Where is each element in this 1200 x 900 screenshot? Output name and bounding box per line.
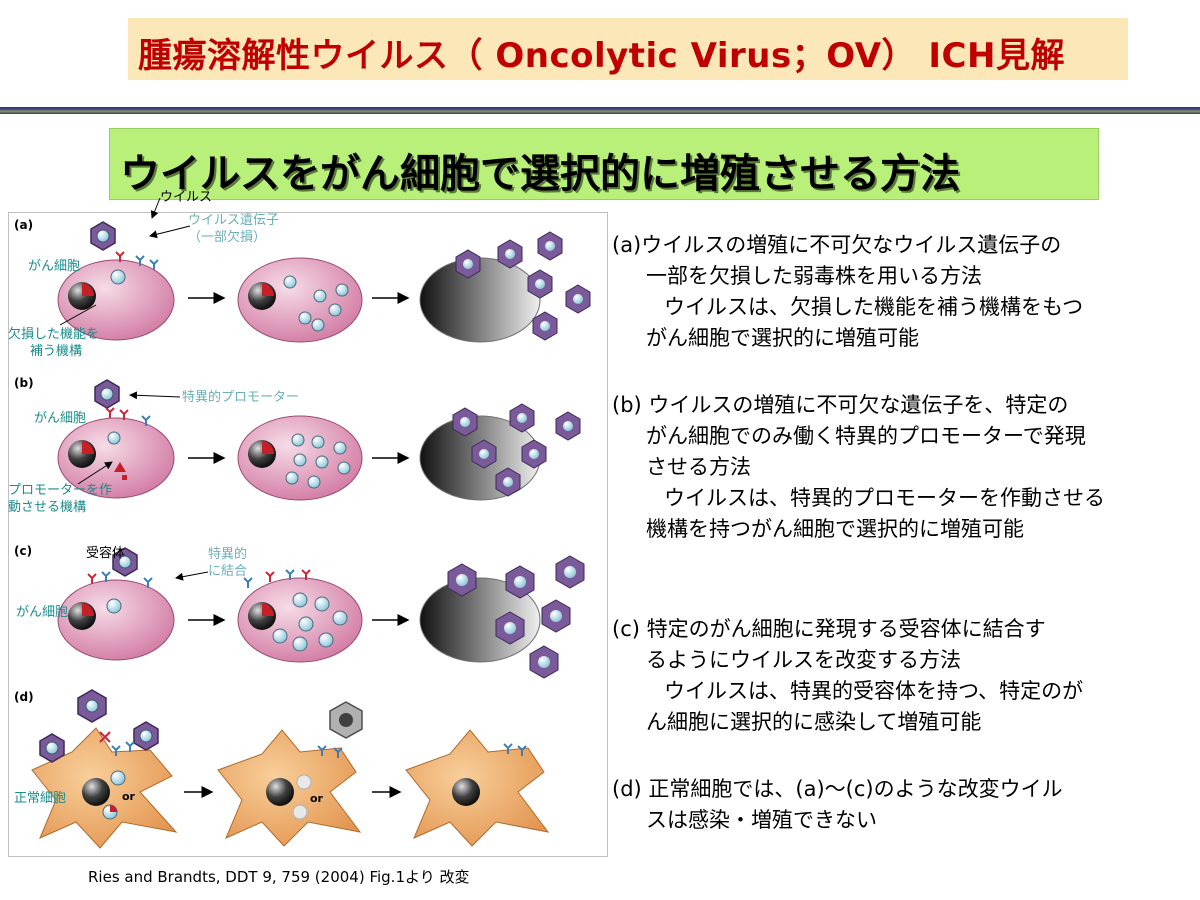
label-virus: ウイルス bbox=[160, 190, 213, 205]
cancer-cell bbox=[57, 259, 175, 341]
pointer-line bbox=[149, 225, 191, 239]
promoter-mark bbox=[114, 462, 126, 472]
virus-core bbox=[118, 555, 132, 569]
label-or-2: or bbox=[310, 792, 323, 805]
viral-genome bbox=[335, 283, 349, 297]
panel-d bbox=[31, 689, 550, 849]
viral-genome bbox=[107, 431, 121, 445]
released-viruses bbox=[455, 231, 591, 341]
receptor bbox=[111, 745, 121, 756]
replicating-genomes bbox=[285, 433, 351, 489]
label-receptor: 受容体 bbox=[86, 546, 126, 561]
receptor bbox=[285, 569, 295, 580]
receptor bbox=[119, 409, 129, 420]
label-specific-binding: 特異的 に結合 bbox=[208, 547, 248, 579]
title-banner: 腫瘍溶解性ウイルス（ Oncolytic Virus；OV） ICH見解 bbox=[128, 18, 1128, 80]
nucleus bbox=[82, 778, 110, 806]
receptor bbox=[301, 569, 311, 580]
description-b: (b) ウイルスの増殖に不可欠な遺伝子を、特定の がん細胞でのみ働く特異的プロモ… bbox=[612, 393, 1105, 541]
released-virus-cores bbox=[456, 566, 576, 668]
gene-fragment bbox=[262, 283, 275, 296]
virus-core bbox=[85, 699, 99, 713]
cancer-cell-infected bbox=[237, 257, 363, 343]
receptor bbox=[135, 255, 145, 266]
gene-fragment bbox=[82, 283, 95, 296]
title-divider bbox=[0, 107, 1200, 114]
viral-genome bbox=[328, 303, 342, 317]
pointer-line bbox=[150, 197, 161, 219]
gene-fragment bbox=[262, 441, 275, 454]
receptor bbox=[517, 745, 527, 756]
viral-genome bbox=[283, 275, 297, 289]
label-cancer-cell-c: がん細胞 bbox=[16, 605, 69, 620]
panel-a bbox=[57, 197, 591, 343]
degraded-genome bbox=[292, 804, 308, 820]
panel-label-c: (c) bbox=[14, 544, 33, 558]
receptor bbox=[503, 743, 513, 754]
receptor bbox=[333, 747, 343, 758]
receptor bbox=[149, 259, 159, 270]
receptor bbox=[243, 577, 253, 588]
label-cancer-cell-b: がん細胞 bbox=[34, 411, 87, 426]
subtitle-banner: ウイルスをがん細胞で選択的に増殖させる方法 bbox=[109, 128, 1099, 200]
panel-b bbox=[57, 379, 581, 501]
promoter-mark bbox=[122, 475, 127, 480]
receptor bbox=[141, 415, 151, 426]
receptor bbox=[101, 571, 111, 582]
label-normal-cell: 正常細胞 bbox=[14, 791, 67, 806]
virus-core bbox=[139, 729, 153, 743]
page-title: 腫瘍溶解性ウイルス（ Oncolytic Virus；OV） ICH見解 bbox=[138, 36, 1065, 76]
receptor bbox=[265, 571, 275, 582]
pointer-line bbox=[77, 461, 113, 485]
receptor bbox=[105, 407, 115, 418]
gene-fragment bbox=[110, 805, 117, 812]
pointer-line bbox=[129, 391, 181, 400]
receptor bbox=[87, 573, 97, 584]
pointer-line bbox=[175, 571, 209, 581]
citation: Ries and Brandts, DDT 9, 759 (2004) Fig.… bbox=[88, 868, 470, 886]
label-cancer-cell-a: がん細胞 bbox=[28, 259, 81, 274]
viral-genome bbox=[106, 598, 122, 614]
page-subtitle: ウイルスをがん細胞で選択的に増殖させる方法 bbox=[120, 151, 960, 197]
viral-genome bbox=[298, 311, 312, 325]
nucleus bbox=[452, 778, 480, 806]
receptor bbox=[143, 577, 153, 588]
description-c: (c) 特定のがん細胞に発現する受容体に結合す るようにウイルスを改変する方法 … bbox=[612, 617, 1084, 734]
receptor bbox=[317, 745, 327, 756]
gene-fragment bbox=[262, 603, 275, 616]
virus-core bbox=[45, 741, 59, 755]
released-viruses bbox=[452, 403, 581, 497]
viral-genome bbox=[110, 770, 126, 786]
gene-fragment bbox=[82, 441, 95, 454]
receptor bbox=[115, 251, 125, 262]
degraded-genome bbox=[296, 774, 312, 790]
virus-core bbox=[96, 229, 110, 243]
panel-label-d: (d) bbox=[14, 690, 34, 704]
label-promoter-mechanism: プロモーターを作 動させる機構 bbox=[8, 483, 113, 515]
receptor bbox=[125, 741, 135, 752]
description-a: (a)ウイルスの増殖に不可欠なウイルス遺伝子の 一部を欠損した弱毒株を用いる方法… bbox=[612, 233, 1084, 350]
inactive-virus-core bbox=[339, 713, 353, 727]
label-viral-gene: ウイルス遺伝子 （一部欠損） bbox=[188, 213, 280, 245]
viral-genome bbox=[110, 269, 126, 285]
replicating-genomes bbox=[272, 592, 348, 652]
panel-label-a: (a) bbox=[14, 218, 34, 232]
viral-genome bbox=[311, 318, 325, 332]
cancer-cell bbox=[57, 579, 175, 661]
label-specific-promoter: 特異的プロモーター bbox=[182, 390, 300, 405]
viral-genome bbox=[313, 289, 327, 303]
nucleus bbox=[266, 778, 294, 806]
pointer-line bbox=[59, 304, 97, 326]
description-d: (d) 正常細胞では、(a)～(c)のような改変ウイル スは感染・増殖できない bbox=[612, 777, 1063, 832]
gene-fragment bbox=[82, 603, 95, 616]
label-or-1: or bbox=[122, 790, 135, 803]
blocked-mark bbox=[99, 731, 111, 743]
panel-c bbox=[57, 547, 585, 679]
label-complement-mechanism: 欠損した機能を 補う機構 bbox=[8, 327, 100, 359]
panel-label-b: (b) bbox=[14, 376, 34, 390]
virus-core bbox=[100, 387, 114, 401]
